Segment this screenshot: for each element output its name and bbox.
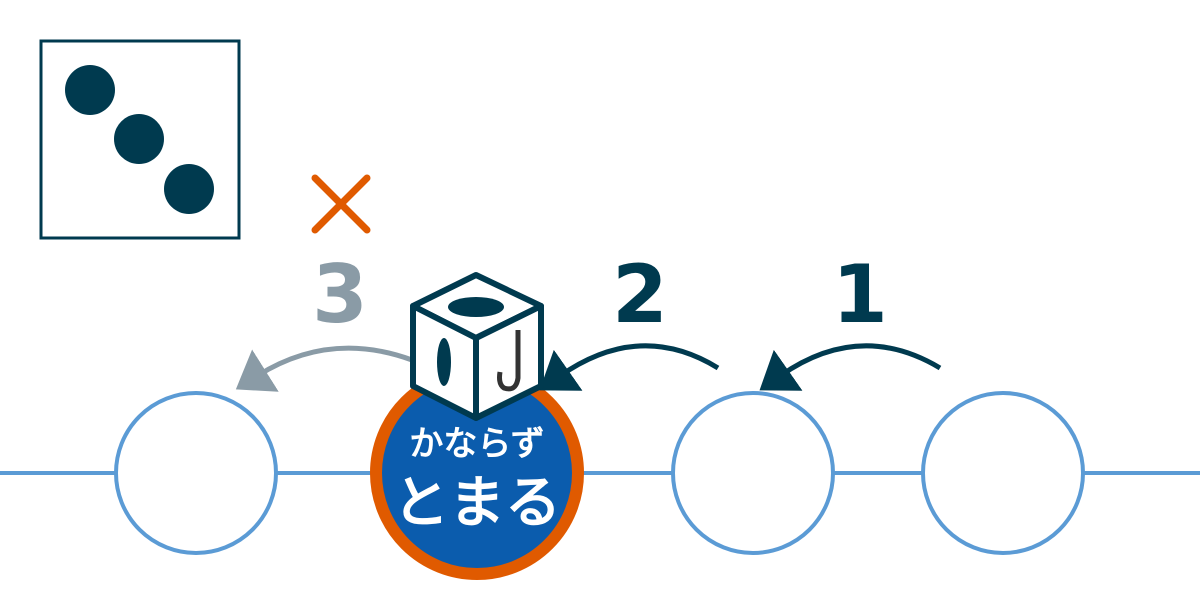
stop-space: かならず とまる [370, 366, 584, 580]
arrow-step-3 [235, 345, 413, 392]
stop-space-line1: かならず [409, 424, 544, 464]
fish-hook-icon [497, 330, 521, 392]
board-space [921, 391, 1085, 555]
step-number-1: 1 [832, 248, 888, 341]
dice-pip [164, 164, 214, 214]
arrow-step-2 [539, 343, 720, 391]
cross-icon [311, 174, 371, 234]
dice-pip [65, 65, 115, 115]
board-space [671, 391, 835, 555]
step-number-3: 3 [312, 248, 368, 341]
arrow-step-1 [759, 343, 942, 391]
dice-face-three [39, 39, 241, 240]
leaf-icon [437, 338, 451, 386]
board-space [114, 391, 278, 555]
dice-pip [114, 114, 164, 164]
cube-piece-icon [410, 272, 544, 421]
stop-space-line2: とまる [393, 471, 561, 536]
step-number-2: 2 [612, 248, 668, 341]
seaweed-icon [448, 297, 504, 317]
